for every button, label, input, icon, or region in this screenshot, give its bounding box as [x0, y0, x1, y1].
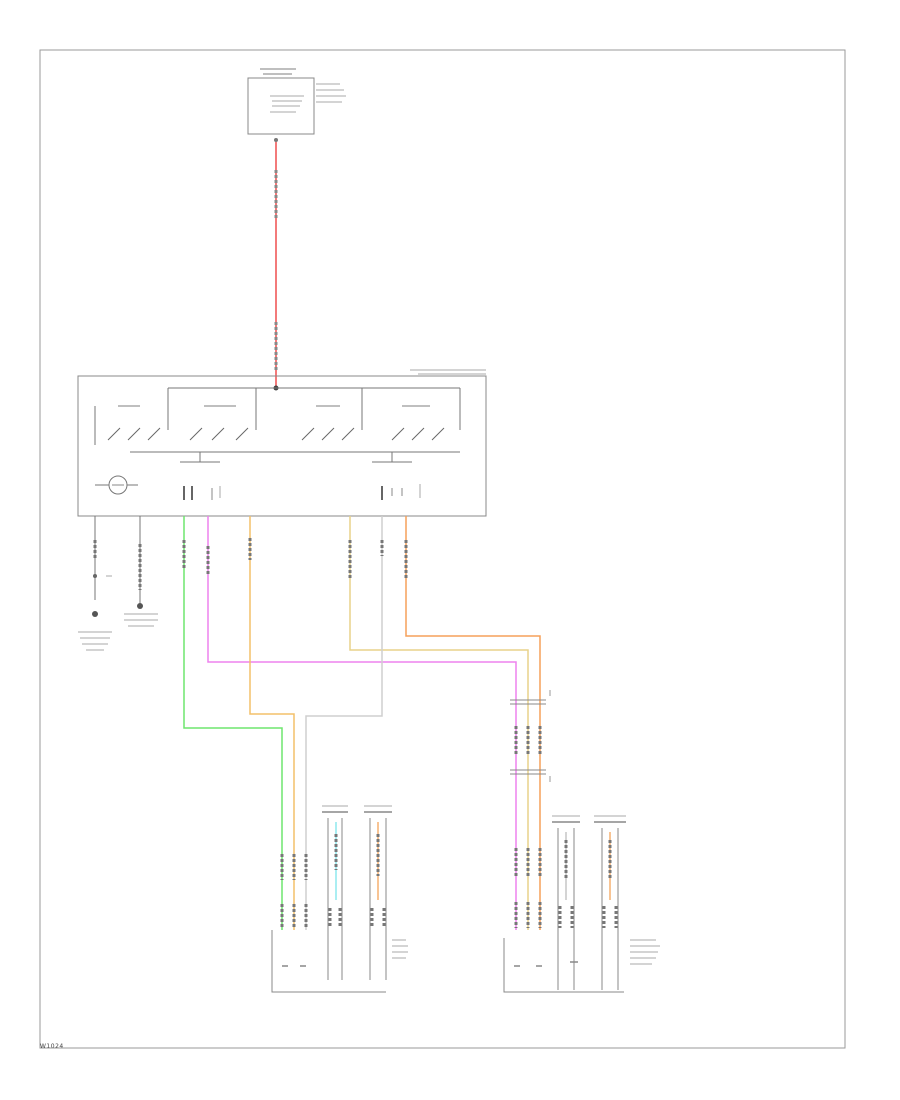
switch-module	[77, 369, 487, 517]
power-source-box	[247, 68, 346, 142]
switch-section-2	[189, 388, 257, 441]
violet-wire	[206, 516, 517, 930]
white-wire	[305, 516, 384, 930]
diagram-frame	[39, 49, 846, 1049]
switch-section-3	[301, 388, 363, 441]
orange-wire	[404, 516, 541, 930]
ground-wire	[78, 516, 112, 651]
yellow-wire	[248, 516, 295, 930]
switch-section-1	[94, 388, 169, 445]
figure-code: W1024	[40, 1043, 64, 1050]
inline-connector-2	[510, 769, 551, 782]
switch-section-4	[391, 388, 461, 441]
tan-wire	[348, 516, 529, 930]
main-feed-wire	[273, 142, 279, 391]
green-wire	[182, 516, 283, 930]
inline-connector-1	[510, 690, 551, 756]
passenger-motor-assembly	[503, 815, 660, 993]
driver-motor-assembly	[271, 805, 408, 993]
indicator-lamp	[95, 475, 138, 495]
illumination-wire	[124, 516, 158, 627]
module-connector-pins	[183, 484, 421, 500]
